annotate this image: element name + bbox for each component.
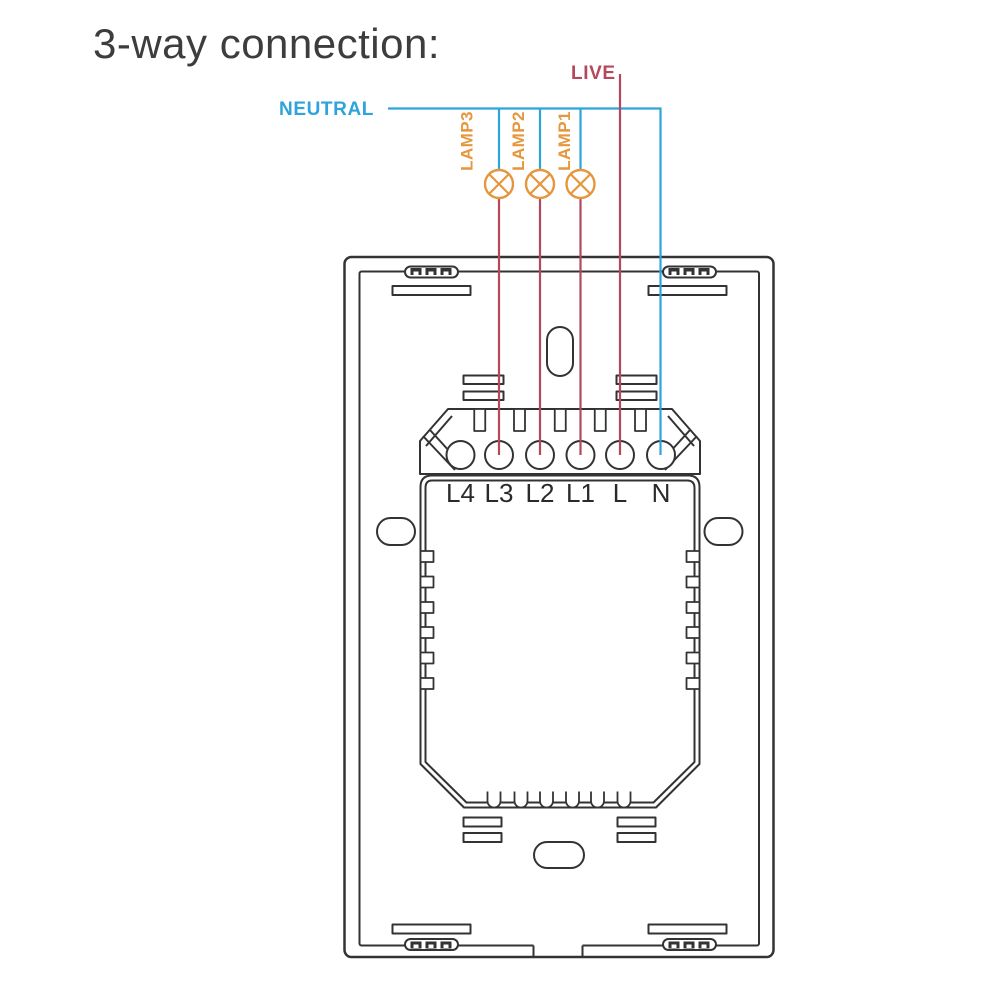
keyhole-bottom bbox=[533, 841, 585, 869]
diagram-title: 3-way connection: bbox=[93, 20, 441, 67]
terminal-screw-l4 bbox=[445, 440, 476, 470]
keyhole-top bbox=[546, 326, 574, 377]
switch-panel bbox=[343, 255, 775, 959]
mounting-slot-bottom-right bbox=[647, 923, 728, 935]
lamp-load-wires bbox=[497, 198, 582, 455]
lamp1-label: LAMP1 bbox=[555, 111, 574, 171]
vent-slots-top bbox=[462, 374, 658, 401]
lamp-neutral-drops bbox=[497, 108, 582, 170]
switch-module-body bbox=[419, 474, 701, 809]
mounting-clip-bottom-right bbox=[662, 938, 717, 951]
screw-hole-left bbox=[376, 517, 416, 546]
terminal-labels: L4 L3 L2 L1 L N bbox=[446, 478, 670, 508]
lamp-icon-lamp1 bbox=[565, 168, 596, 200]
screw-hole-right bbox=[703, 517, 744, 546]
neutral-label: NEUTRAL bbox=[279, 99, 374, 120]
neutral-wire bbox=[388, 107, 662, 455]
lamp-icon-lamp3 bbox=[483, 168, 515, 200]
terminal-label-n: N bbox=[652, 478, 671, 508]
panel-outer-frame bbox=[343, 255, 775, 959]
mounting-slot-top-right bbox=[647, 285, 728, 296]
mounting-clip-top-right bbox=[662, 265, 717, 279]
lamp3-label: LAMP3 bbox=[458, 111, 477, 171]
terminal-label-l3: L3 bbox=[485, 478, 514, 508]
mounting-clip-bottom-left bbox=[404, 938, 459, 951]
terminal-block bbox=[419, 408, 701, 475]
module-side-tabs bbox=[419, 550, 701, 690]
vent-slots-bottom bbox=[462, 816, 657, 843]
terminal-label-l2: L2 bbox=[526, 478, 555, 508]
terminal-label-l4: L4 bbox=[446, 478, 475, 508]
terminal-label-l1: L1 bbox=[566, 478, 595, 508]
mounting-slot-bottom-left bbox=[391, 923, 472, 935]
mounting-slot-top-left bbox=[391, 285, 472, 296]
live-label: LIVE bbox=[571, 63, 616, 84]
lamp-icon-lamp2 bbox=[524, 168, 556, 200]
module-bottom-pins bbox=[486, 791, 632, 809]
mounting-clip-top-left bbox=[404, 265, 459, 279]
wires bbox=[388, 74, 662, 455]
lamp2-label: LAMP2 bbox=[509, 111, 528, 171]
terminal-label-l: L bbox=[613, 478, 627, 508]
panel-bottom-notch bbox=[532, 941, 584, 957]
